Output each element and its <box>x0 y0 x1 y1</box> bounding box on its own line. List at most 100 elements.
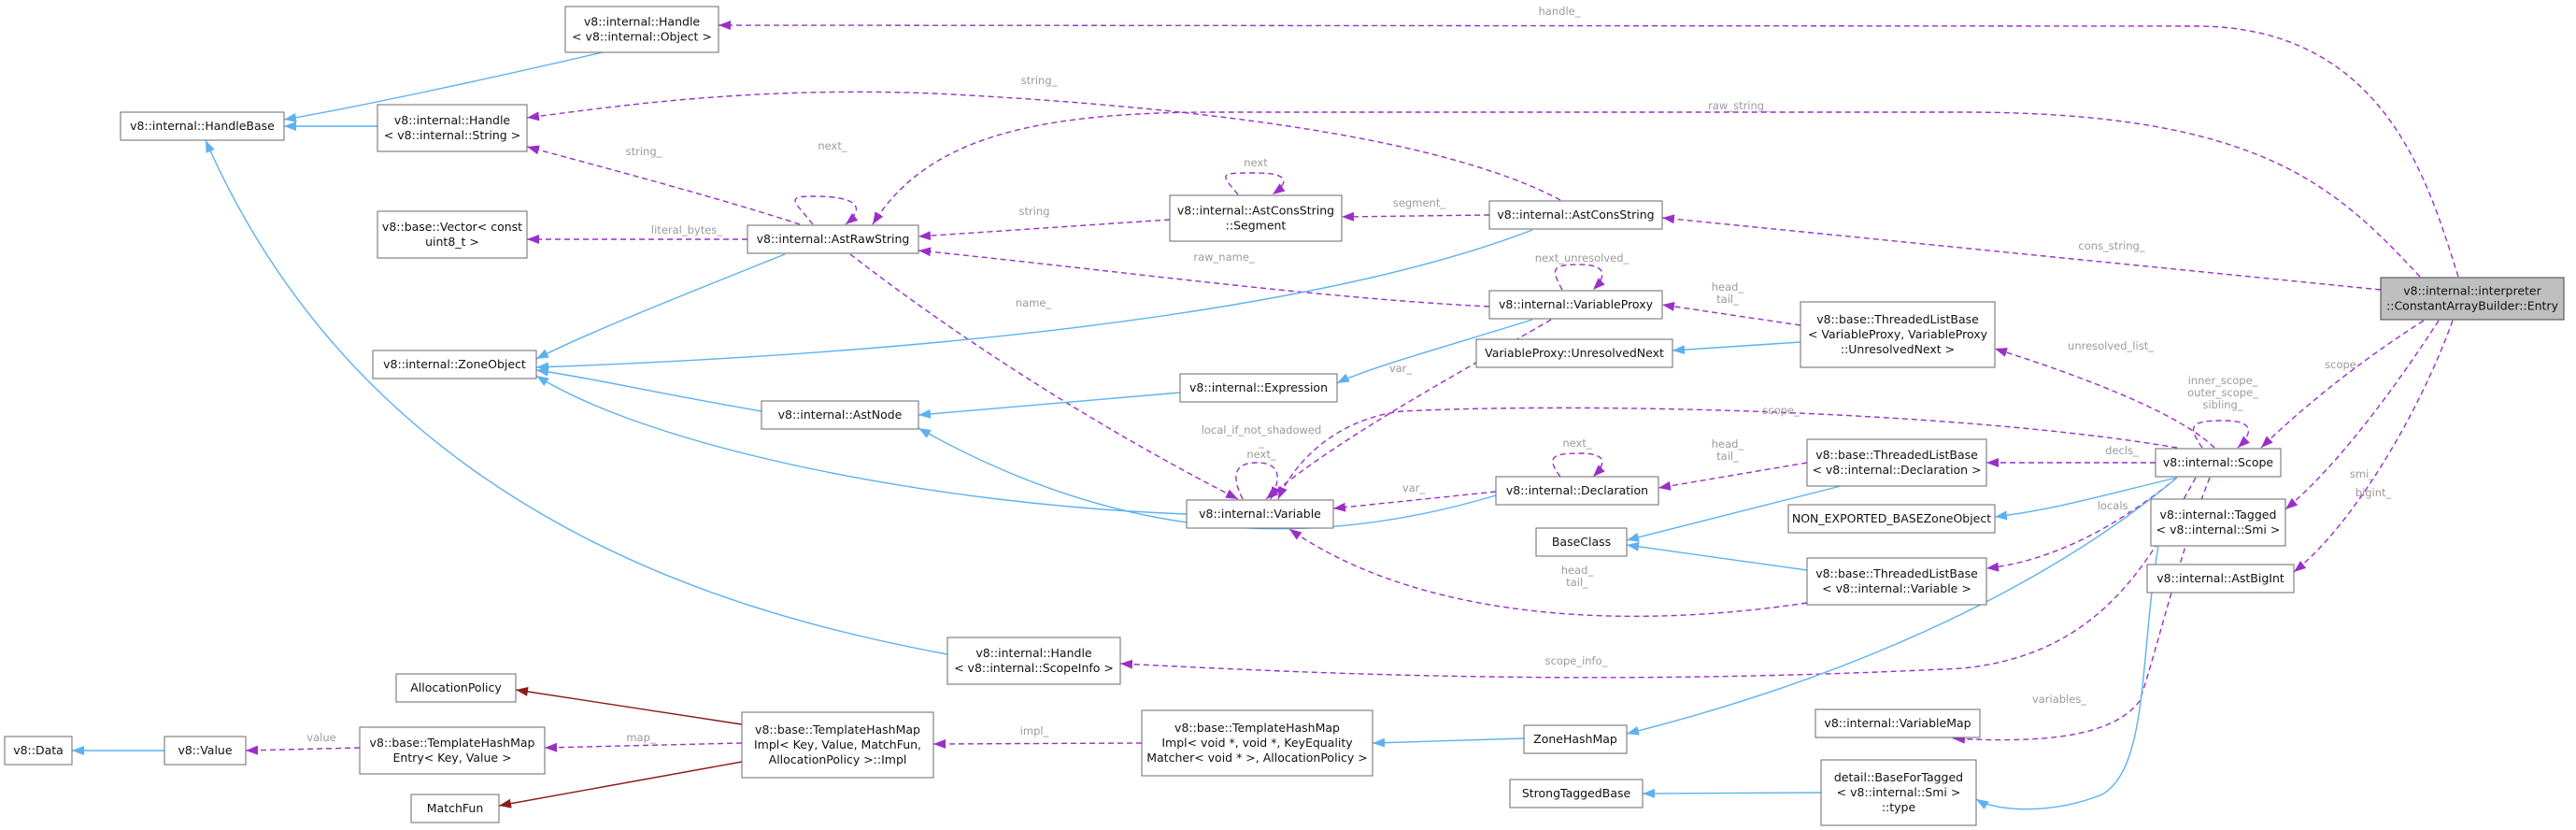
usage-edge-string-2 <box>526 145 801 225</box>
usage-edge-scope-var <box>1277 407 2178 500</box>
edge-label-line: string_ <box>626 145 662 158</box>
edge-label-line: decls_ <box>2105 444 2139 457</box>
class-node-tagged-smi[interactable]: v8::internal::Tagged< v8::internal::Smi … <box>2150 498 2286 547</box>
class-node-label: v8::internal::AstConsString <box>1497 208 1654 222</box>
class-node-box <box>410 794 500 823</box>
edge-label-raw-name: raw_name_ <box>1193 250 1255 264</box>
class-node-label: v8::internal::Handle <box>975 646 1092 660</box>
edge-label-decls: decls_ <box>2105 444 2139 457</box>
class-node-entry[interactable]: v8::internal::interpreter::ConstantArray… <box>2380 277 2565 321</box>
inheritance-edge-i-zone-raw <box>535 253 786 360</box>
edge-label-line: tail_ <box>1716 450 1739 463</box>
class-node-variableproxy[interactable]: v8::internal::VariableProxy <box>1488 290 1663 320</box>
edge-label-line: impl_ <box>1020 724 1049 737</box>
edge-label-value: value <box>306 731 335 744</box>
class-node-label: ::ConstantArrayBuilder::Entry <box>2386 299 2559 313</box>
usage-edge-head-tail-1 <box>1661 301 1801 326</box>
inheritance-edge-i-base-tlvar <box>1626 541 1808 571</box>
class-node-label: v8::Value <box>178 743 232 757</box>
edge-label-string-seg: string <box>1018 205 1049 218</box>
class-node-scope[interactable]: v8::internal::Scope <box>2155 448 2282 478</box>
edge-label-line: locals_ <box>2098 499 2134 512</box>
class-node-v8data[interactable]: v8::Data <box>4 736 73 766</box>
class-node-box <box>2380 277 2565 321</box>
edge-label-line: handle_ <box>1539 5 1581 18</box>
edge-label-line: cons_string_ <box>2078 239 2144 252</box>
edge-label-line: var_ <box>1389 362 1413 375</box>
class-node-zonehashmap[interactable]: ZoneHashMap <box>1523 724 1628 754</box>
class-node-label: AllocationPolicy <box>410 680 502 694</box>
inheritance-edge-i-unres-tl <box>1672 341 1801 355</box>
class-node-baseclass[interactable]: BaseClass <box>1535 527 1628 557</box>
class-node-label: v8::internal::AstNode <box>778 408 903 422</box>
usage-edge-var-2 <box>1332 491 1497 512</box>
class-node-label: v8::internal::interpreter <box>2403 284 2541 298</box>
class-node-box <box>1488 290 1663 320</box>
class-node-label: v8::base::ThreadedListBase <box>1815 448 1978 462</box>
class-node-segment[interactable]: v8::internal::AstConsString::Segment <box>1169 194 1343 242</box>
class-node-label: < v8::internal::ScopeInfo > <box>954 661 1114 675</box>
class-node-handlebase[interactable]: v8::internal::HandleBase <box>120 111 285 141</box>
class-node-nonexported[interactable]: NON_EXPORTED_BASEZoneObject <box>1787 504 1996 534</box>
class-node-label: < v8::internal::Variable > <box>1822 581 1971 595</box>
class-node-label: uint8_t > <box>425 235 479 249</box>
edge-label-scope-entry: scope <box>2325 358 2356 371</box>
edge-label-line: scope_ <box>1762 404 1800 417</box>
template-edge-t-alloc <box>515 687 743 725</box>
edge-label-next-decl: next_ <box>1562 436 1591 450</box>
class-node-allocationpolicy[interactable]: AllocationPolicy <box>395 673 517 703</box>
class-node-handle-scopeinfo[interactable]: v8::internal::Handle< v8::internal::Scop… <box>946 637 1121 685</box>
class-node-handle-string[interactable]: v8::internal::Handle< v8::internal::Stri… <box>377 104 528 152</box>
usage-edge-name <box>849 253 1239 500</box>
class-node-v8value[interactable]: v8::Value <box>164 736 247 766</box>
edge-label-line: segment_ <box>1393 196 1445 209</box>
edge-label-line: unresolved_list_ <box>2068 339 2154 352</box>
class-node-astnode[interactable]: v8::internal::AstNode <box>761 400 919 430</box>
class-node-matchfun[interactable]: MatchFun <box>410 794 500 823</box>
edge-label-line: next_ <box>818 139 847 152</box>
nodes-layer: v8::internal::interpreter::ConstantArray… <box>4 6 2565 826</box>
class-node-strongtaggedbase[interactable]: StrongTaggedBase <box>1509 779 1644 809</box>
edge-label-line: head_ <box>1712 437 1744 451</box>
edge-label-name: name_ <box>1016 296 1052 309</box>
edge-label-string-2: string_ <box>626 145 662 158</box>
class-node-astbigint[interactable]: v8::internal::AstBigInt <box>2146 564 2295 594</box>
class-node-box <box>372 350 537 379</box>
edge-label-scope-var: scope_ <box>1762 404 1800 417</box>
class-node-basefortagged[interactable]: detail::BaseForTagged< v8::internal::Smi… <box>1820 759 1977 826</box>
class-node-label: v8::internal::Handle <box>584 15 701 29</box>
edge-label-line: outer_scope_ <box>2187 386 2258 399</box>
edge-label-line: string_ <box>1021 74 1058 87</box>
class-node-box <box>1169 194 1343 242</box>
class-node-tl-variable[interactable]: v8::base::ThreadedListBase< v8::internal… <box>1806 557 1987 606</box>
class-node-variablemap[interactable]: v8::internal::VariableMap <box>1815 708 1981 738</box>
class-node-unresolvednext[interactable]: VariableProxy::UnresolvedNext <box>1475 338 1673 368</box>
class-node-label: v8::internal::AstRawString <box>757 232 910 246</box>
class-node-variable[interactable]: v8::internal::Variable <box>1186 499 1334 529</box>
class-node-zoneobject[interactable]: v8::internal::ZoneObject <box>372 350 537 379</box>
inheritance-edge-i-handlebase-scopeinfo <box>205 139 948 655</box>
edge-label-line: literal_bytes_ <box>651 223 722 236</box>
edge-label-line: _ <box>1258 436 1264 449</box>
class-node-label: v8::internal::VariableMap <box>1824 716 1971 730</box>
usage-edge-scope-info <box>1119 477 2197 679</box>
usage-edge-next-unresolved <box>1554 264 1605 291</box>
edge-label-line: variables_ <box>2032 693 2086 706</box>
class-node-label: v8::base::TemplateHashMap <box>1174 721 1340 735</box>
class-node-box <box>359 726 546 775</box>
class-node-handle-object[interactable]: v8::internal::Handle< v8::internal::Obje… <box>564 6 719 53</box>
class-node-declaration[interactable]: v8::internal::Declaration <box>1495 476 1659 506</box>
class-node-tl-varproxy[interactable]: v8::base::ThreadedListBase< VariableProx… <box>1800 301 1996 368</box>
class-node-tl-declaration[interactable]: v8::base::ThreadedListBase< v8::internal… <box>1806 438 1987 487</box>
class-node-expression[interactable]: v8::internal::Expression <box>1179 373 1338 403</box>
class-node-astconsstring[interactable]: v8::internal::AstConsString <box>1488 200 1663 230</box>
class-node-box <box>1815 708 1981 738</box>
edge-label-line: raw_string_ <box>1708 99 1770 112</box>
class-node-astrawstring[interactable]: v8::internal::AstRawString <box>747 224 919 254</box>
class-node-box <box>2150 498 2286 547</box>
class-node-box <box>741 711 934 779</box>
